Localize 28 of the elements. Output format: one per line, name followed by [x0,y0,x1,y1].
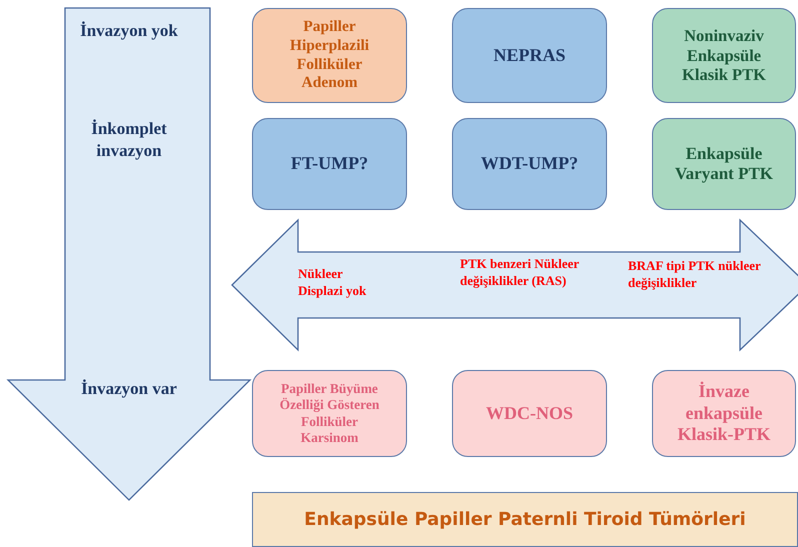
box-label: FT-UMP? [290,153,368,175]
arrow-label: Nükleer Displazi yok [298,266,368,300]
box-label: Papiller Büyüme Özelliği Gösteren Folliküler Karsinom [278,381,380,446]
rounded-box [452,8,607,103]
box-label: Papiller Hiperplazili Folliküler Adenom [288,18,370,93]
rounded-box [252,370,407,457]
box-label: WDC-NOS [486,402,573,424]
banner-title: Enkapsüle Papiller Paternli Tiroid Tümörleri [304,509,746,530]
rounded-box [252,118,407,210]
double-headed-arrow [232,220,798,350]
rounded-box [452,118,607,210]
box-label: WDT-UMP? [480,153,578,175]
arrow-label: İnkomplet invazyon [90,118,168,162]
rounded-box [652,8,796,103]
arrow-label: PTK benzeri Nükleer değişiklikler (RAS) [460,256,580,290]
title-banner [252,492,798,547]
arrow-label: İnvazyon yok [79,20,179,42]
box-label: NEPRAS [493,44,566,66]
box-label: Enkapsüle Varyant PTK [674,144,774,184]
rounded-box [252,8,407,103]
down-arrow [8,8,250,500]
box-label: İnvaze enkapsüle Klasik-PTK [676,381,772,446]
rounded-box [652,118,796,210]
box-label: Noninvaziv Enkapsüle Klasik PTK [681,26,767,86]
rounded-box [452,370,607,457]
arrow-label: İnvazyon var [80,378,178,400]
arrow-label: BRAF tipi PTK nükleer değişiklikler [628,258,762,292]
rounded-box [652,370,796,457]
